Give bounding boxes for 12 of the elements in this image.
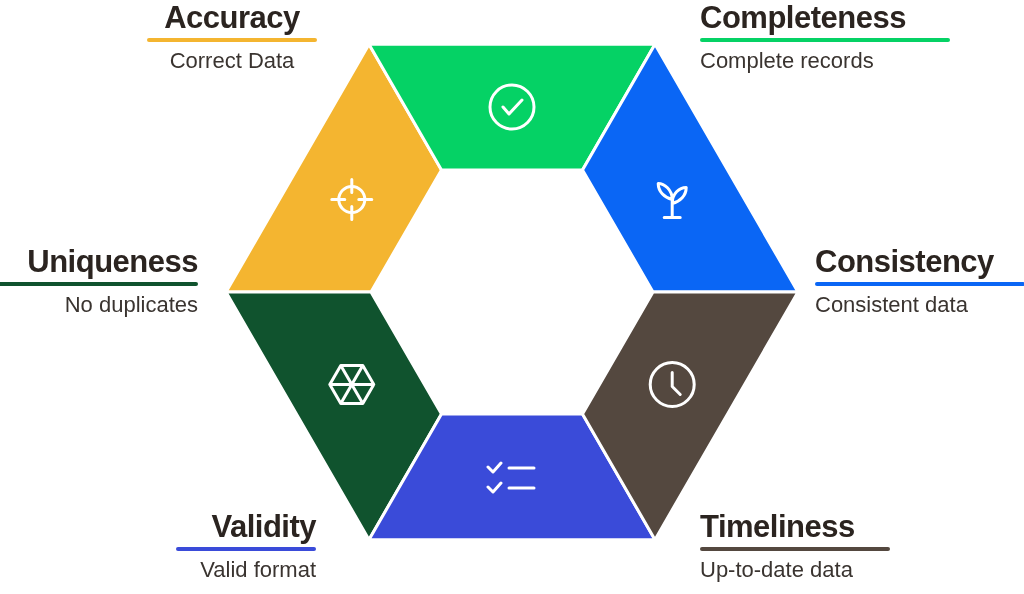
category-heading: Completeness (700, 0, 906, 36)
category-description: Correct Data (169, 48, 295, 74)
category-heading: Timeliness (700, 509, 855, 545)
category-description: No duplicates (64, 292, 198, 318)
category-description: Complete records (700, 48, 874, 74)
category-heading: Accuracy (164, 0, 300, 36)
category-description: Valid format (200, 557, 316, 583)
category-heading: Consistency (815, 244, 994, 280)
category-description: Up-to-date data (700, 557, 853, 583)
category-heading: Validity (211, 509, 316, 545)
category-heading: Uniqueness (27, 244, 198, 280)
category-description: Consistent data (815, 292, 968, 318)
